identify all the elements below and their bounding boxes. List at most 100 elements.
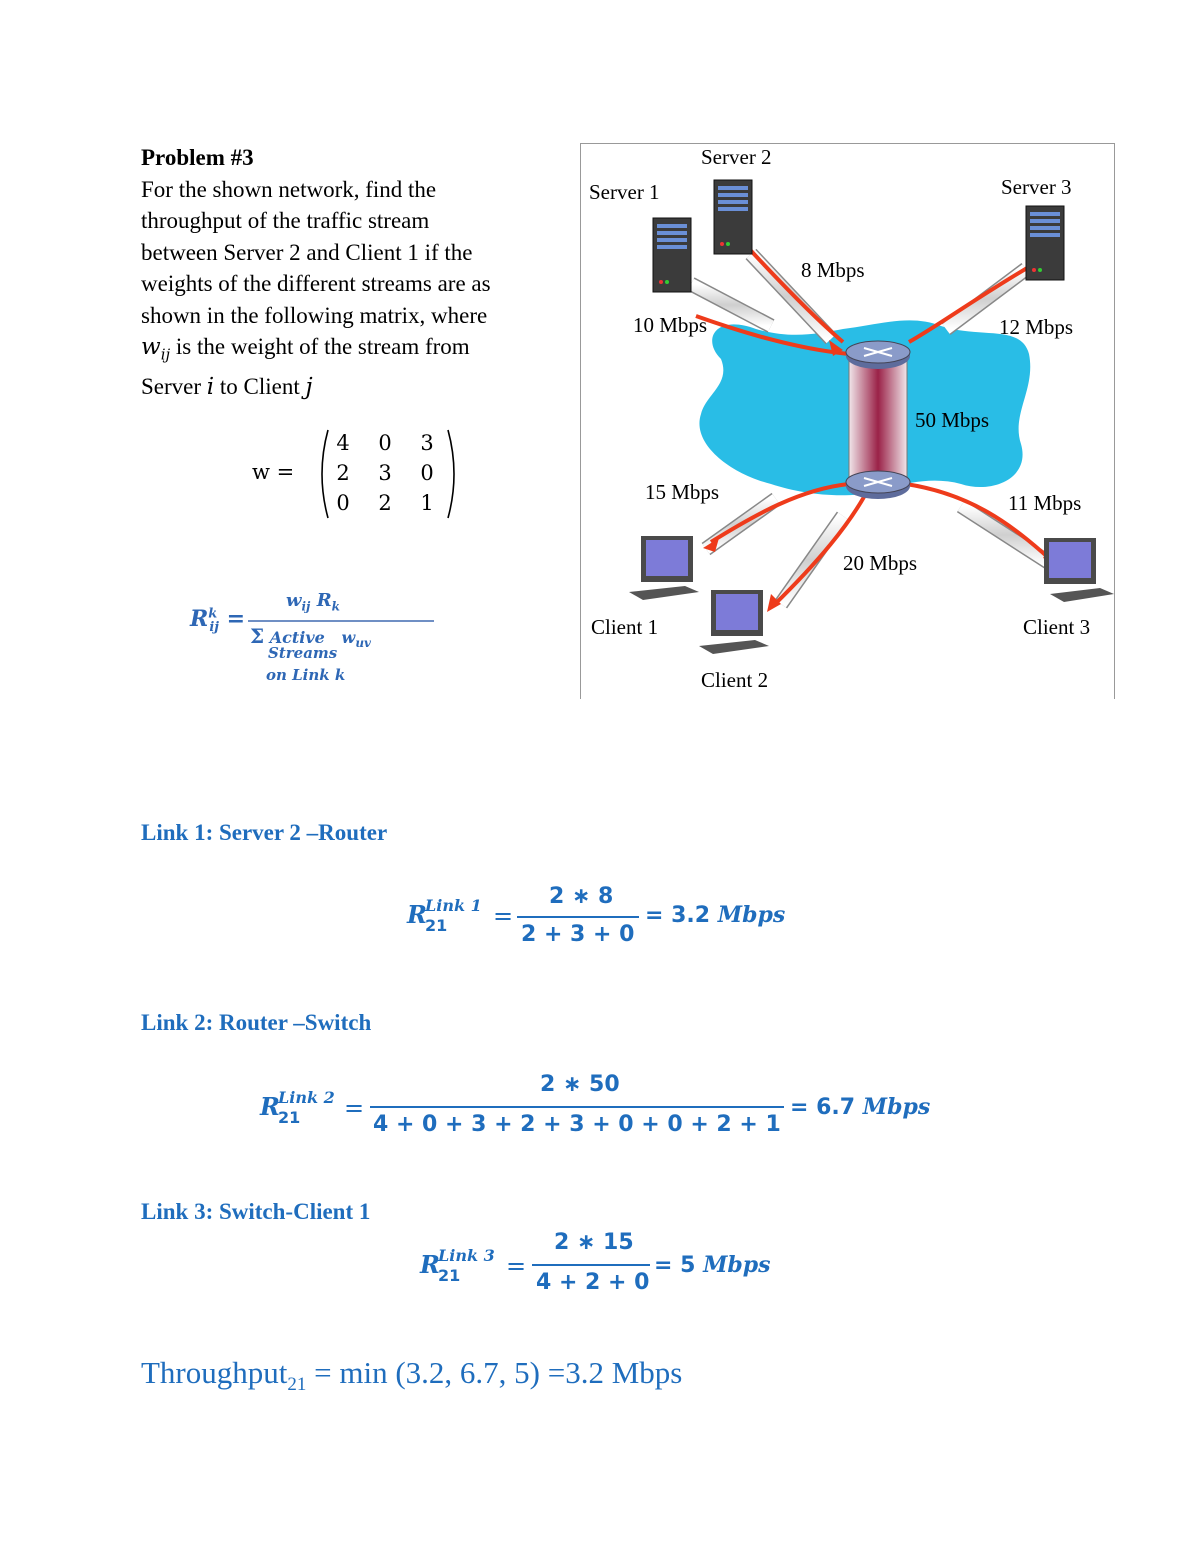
link-2-denominator: 4 + 0 + 3 + 2 + 3 + 0 + 0 + 2 + 1	[373, 1112, 781, 1137]
network-diagram: Server 1 Server 2 Server 3 10 Mbps 8 Mbp…	[580, 143, 1115, 699]
matrix-cell: 4	[336, 431, 350, 455]
server2-link	[745, 248, 837, 345]
formula-denominator-streams: Streams	[268, 644, 338, 662]
throughput-result: Throughput21 = min (3.2, 6.7, 5) =3.2 Mb…	[141, 1355, 682, 1396]
server-1-rate: 10 Mbps	[633, 313, 707, 337]
client-2-label: Client 2	[701, 668, 768, 692]
link-1-numerator: 2 ∗ 8	[549, 884, 614, 909]
link-2-equation: R Link 2 21 = 2 ∗ 50 4 + 0 + 3 + 2 + 3 +…	[258, 1070, 958, 1140]
rate-symbol: R	[260, 1092, 280, 1121]
formula-fraction-line	[248, 620, 434, 622]
server-2-label: Server 2	[701, 145, 772, 169]
client-3-label: Client 3	[1023, 615, 1090, 639]
weight-matrix: w = 4 0 3 2 3 0 0 2 1	[252, 428, 462, 520]
link-1-heading: Link 1: Server 2 –Router	[141, 820, 388, 845]
server-3-rate: 12 Mbps	[999, 315, 1073, 339]
client3-link	[956, 499, 1056, 571]
rate-symbol: R	[407, 900, 427, 929]
core-rate: 50 Mbps	[915, 408, 989, 432]
client-3-rate: 11 Mbps	[1008, 491, 1081, 515]
matrix-cell: 3	[378, 461, 392, 485]
client-1-rate: 15 Mbps	[645, 480, 719, 504]
link-2-numerator: 2 ∗ 50	[540, 1072, 620, 1097]
equals-sign: =	[344, 1094, 365, 1122]
link-2-heading: Link 2: Router –Switch	[141, 1010, 372, 1035]
link-2-result: = 6.7 Mbps	[790, 1094, 931, 1120]
server-3-icon	[1025, 205, 1065, 281]
link-superscript: Link 2	[278, 1088, 335, 1107]
problem-line-1: For the shown network, find the	[141, 176, 437, 202]
matrix-row: 2 3 0	[322, 458, 448, 488]
client-3-icon	[1044, 538, 1114, 602]
server-2-icon	[713, 179, 753, 255]
stream-subscript: 21	[278, 1108, 301, 1127]
formula-denominator: Σ Active wuv	[250, 624, 372, 651]
line7-client: to Client	[214, 374, 306, 400]
equals-sign: =	[506, 1252, 527, 1280]
matrix-cell: 2	[378, 491, 392, 515]
stream-subscript: 21	[425, 916, 448, 935]
link-1-equation: R Link 1 21 = 2 ∗ 8 2 + 3 + 0 = 3.2 Mbps	[405, 880, 805, 950]
stream-subscript: 21	[438, 1266, 461, 1285]
formula-numerator: wij Rk	[286, 590, 340, 614]
problem-statement: Problem #3 For the shown network, find t…	[141, 142, 571, 404]
formula-lhs: Rkij =	[190, 606, 246, 636]
index-j: j	[305, 374, 313, 401]
matrix-row: 4 0 3	[322, 428, 448, 458]
index-i: i	[206, 374, 215, 401]
core-link	[848, 355, 908, 482]
general-rate-formula: Rkij = wij Rk Σ Active wuv Streams on Li…	[190, 588, 434, 698]
client-1-label: Client 1	[591, 615, 658, 639]
link-superscript: Link 1	[425, 896, 482, 915]
top-router	[845, 340, 911, 369]
problem-line-6: wij is the weight of the stream from	[141, 331, 571, 371]
link-3-heading: Link 3: Switch-Client 1	[141, 1199, 371, 1224]
link-superscript: Link 3	[438, 1246, 495, 1265]
matrix-cell: 0	[378, 431, 392, 455]
right-paren	[447, 429, 455, 519]
client-2-icon	[699, 590, 769, 654]
problem-line-2: throughput of the traffic stream	[141, 208, 430, 233]
problem-line-7: Server i to Client j	[141, 371, 571, 404]
matrix-cell: 2	[336, 461, 350, 485]
server1-link	[687, 277, 775, 333]
bottom-router	[845, 470, 911, 499]
throughput-value: = min (3.2, 6.7, 5) =3.2 Mbps	[306, 1355, 683, 1390]
client-2-rate: 20 Mbps	[843, 551, 917, 575]
matrix-row: 0 2 1	[322, 488, 448, 518]
link-3-result: = 5 Mbps	[654, 1252, 771, 1278]
problem-line-3: between Server 2 and Client 1 if the	[141, 239, 473, 265]
link-1-denominator: 2 + 3 + 0	[521, 922, 635, 947]
problem-line-6-rest: is the weight of the stream from	[170, 334, 470, 359]
matrix-cell: 3	[420, 431, 434, 455]
equals-sign: =	[493, 902, 514, 930]
w-subscript: ij	[160, 345, 171, 364]
link-3-equation: R Link 3 21 = 2 ∗ 15 4 + 2 + 0 = 5 Mbps	[418, 1228, 818, 1298]
matrix-cell: 1	[420, 491, 434, 515]
problem-line-5: shown in the following matrix, where	[141, 302, 488, 328]
network-diagram-svg: Server 1 Server 2 Server 3 10 Mbps 8 Mbp…	[589, 145, 1114, 692]
w-symbol: w	[141, 334, 161, 360]
server-1-icon	[652, 217, 692, 293]
matrix-lhs: w =	[252, 460, 295, 484]
rate-symbol: R	[420, 1250, 440, 1279]
server-1-label: Server 1	[589, 180, 660, 204]
line7-server: Server	[141, 374, 207, 400]
throughput-label: Throughput	[141, 1355, 288, 1390]
client-1-icon	[629, 536, 699, 600]
link-3-numerator: 2 ∗ 15	[554, 1230, 634, 1255]
fraction-line	[532, 1264, 650, 1266]
link-3-denominator: 4 + 2 + 0	[536, 1270, 650, 1295]
problem-title: Problem #3	[141, 145, 254, 170]
problem-line-4: weights of the different streams are as	[141, 271, 491, 296]
left-paren	[321, 429, 329, 519]
throughput-subscript: 21	[287, 1374, 307, 1396]
server-2-rate: 8 Mbps	[801, 258, 865, 282]
link-1-result: = 3.2 Mbps	[645, 902, 786, 928]
matrix-cell: 0	[420, 461, 434, 485]
matrix-table: 4 0 3 2 3 0 0 2 1	[322, 428, 448, 518]
fraction-line	[370, 1106, 784, 1108]
matrix-cell: 0	[336, 491, 350, 515]
server-3-label: Server 3	[1001, 175, 1072, 199]
formula-denominator-link: on Link k	[266, 666, 346, 684]
